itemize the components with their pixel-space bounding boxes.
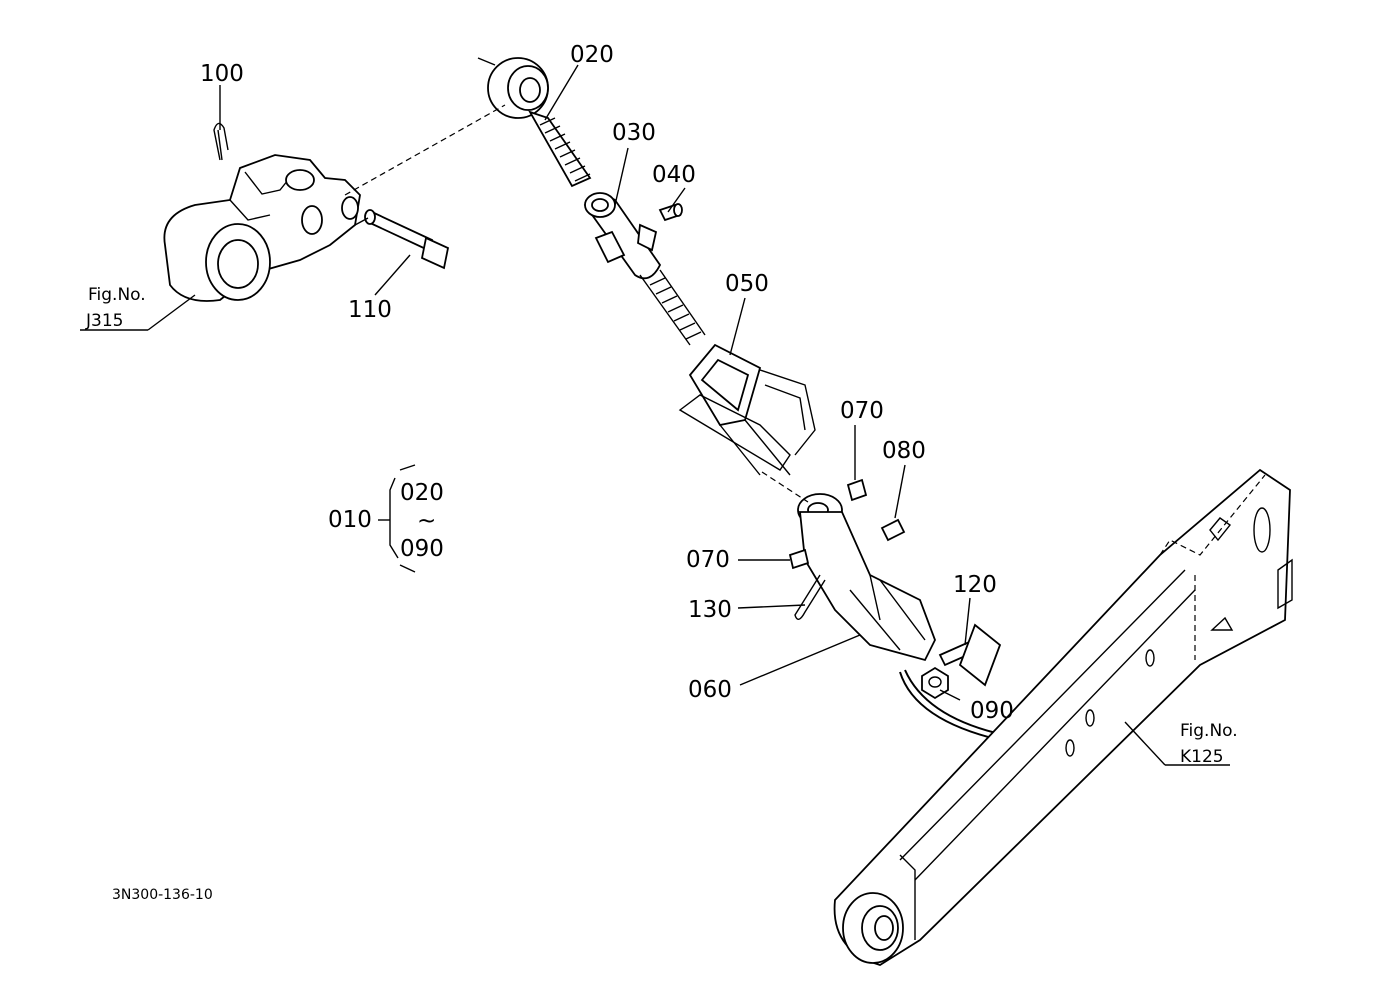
clip-100 [213,122,229,161]
label-080: 080 [882,438,926,464]
label-040: 040 [652,162,696,188]
clip-130 [794,574,826,620]
nut-090 [921,666,949,700]
label-110: 110 [348,297,392,323]
fitting-080 [880,518,906,542]
ref-left-code: J315 [85,311,123,331]
ref-right-code: K125 [1180,747,1224,767]
assembly-tilde: ~ [417,508,436,534]
screw-070-top [846,478,868,502]
label-070-top: 070 [840,398,884,424]
assembly-parent-label: 010 [328,507,372,533]
assembly-from-label: 020 [400,480,444,506]
label-050: 050 [725,271,769,297]
label-130: 130 [688,597,732,623]
stopper-050 [678,343,816,476]
assembly-to-label: 090 [400,536,444,562]
pin-120 [938,623,1002,687]
pin-110 [364,209,450,270]
label-060: 060 [688,677,732,703]
label-070-left: 070 [686,547,730,573]
assembly-bracket [378,464,416,573]
rod-end-020 [487,57,592,188]
lower-link-k125 [833,468,1293,966]
ref-left-title: Fig.No. [88,285,146,305]
label-100: 100 [200,61,244,87]
label-090: 090 [970,698,1014,724]
label-120: 120 [953,572,997,598]
clevis-060 [797,493,936,662]
screw-070-left [788,548,810,570]
ref-right-title: Fig.No. [1180,721,1238,741]
leader-lines [80,57,1230,766]
upper-bracket-j315 [163,154,361,302]
label-030: 030 [612,120,656,146]
label-020: 020 [570,42,614,68]
turnbuckle-030 [583,192,706,346]
fitting-040 [658,203,683,222]
drawing-code: 3N300-136-10 [112,887,213,903]
